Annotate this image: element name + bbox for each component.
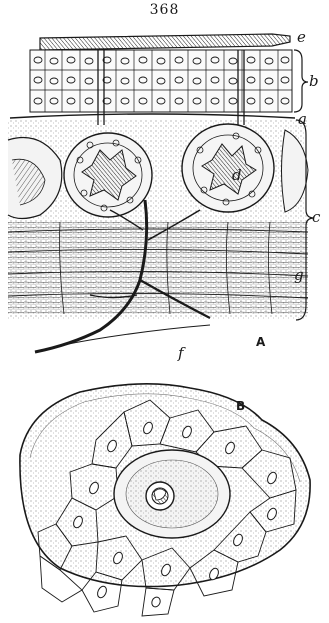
label-c: c — [312, 208, 321, 226]
figure-a: e b a c d g f A — [8, 28, 321, 362]
label-a: a — [298, 110, 307, 128]
gland-right — [182, 124, 274, 212]
label-f: f — [177, 344, 186, 362]
basement-line-a — [10, 114, 295, 118]
brace-b — [294, 50, 308, 112]
membrane-e — [40, 34, 290, 50]
central-body — [114, 450, 230, 538]
gland-center — [64, 133, 152, 217]
label-b: b — [309, 72, 319, 90]
caption-b: B — [236, 399, 245, 413]
muscle-fibers-g — [8, 222, 308, 314]
figure-b: B — [20, 384, 310, 616]
label-e: e — [297, 28, 306, 46]
caption-a: A — [256, 335, 266, 349]
label-g: g — [294, 266, 304, 284]
gland-region-c — [8, 120, 308, 352]
label-d: d — [232, 166, 242, 184]
